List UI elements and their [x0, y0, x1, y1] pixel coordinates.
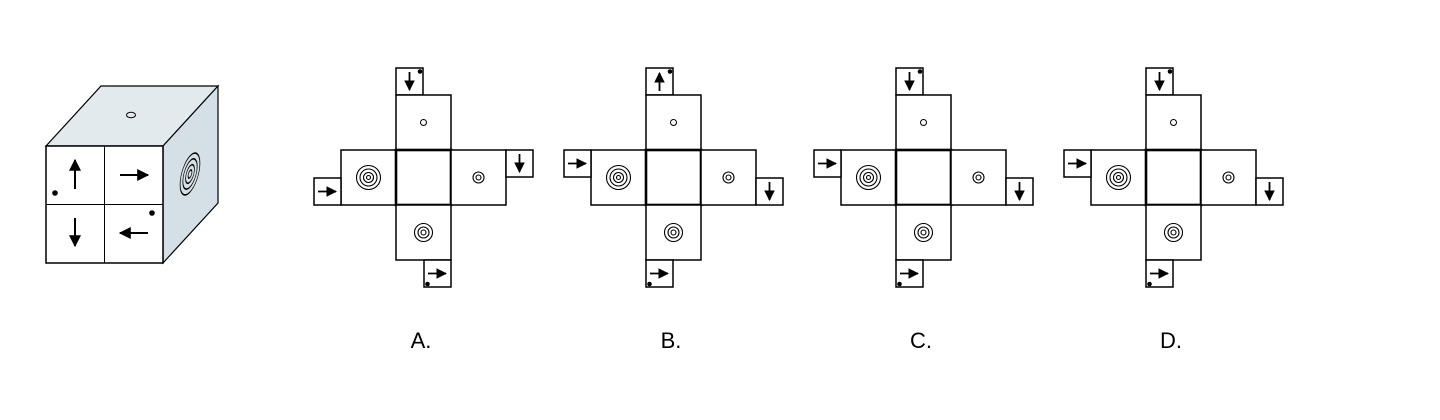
top-face: [895, 94, 952, 151]
concentric-circles-icon: [663, 222, 684, 243]
small-circle-icon: [1170, 119, 1177, 126]
dot-icon: [149, 210, 155, 216]
concentric-circles-icon: [1105, 164, 1132, 191]
concentric-circles-icon: [605, 164, 632, 191]
right-face: [1200, 149, 1257, 206]
top-face: [1145, 94, 1202, 151]
net-option-3[interactable]: [813, 67, 1034, 288]
option-label-c: C.: [910, 328, 932, 353]
dot-icon: [417, 69, 423, 74]
left-face: [590, 149, 647, 206]
bottom-face: [395, 204, 452, 261]
option-label-b: B.: [661, 328, 682, 353]
left-face: [840, 149, 897, 206]
top-face: [645, 94, 702, 151]
option-nets: [313, 67, 1284, 288]
reference-cube: [44, 84, 220, 265]
dot-icon: [425, 281, 430, 287]
right-face: [450, 149, 507, 206]
bottom-face: [895, 204, 952, 261]
net-option-1[interactable]: [313, 67, 534, 288]
right-face: [700, 149, 757, 206]
concentric-circles-icon: [1222, 171, 1235, 184]
dot-icon: [897, 281, 902, 287]
option-label-d: D.: [1160, 328, 1182, 353]
option-label-a: A.: [411, 328, 432, 353]
left-face: [340, 149, 397, 206]
dot-icon: [1147, 281, 1152, 287]
small-circle-icon: [670, 119, 677, 126]
top-face: [395, 94, 452, 151]
concentric-circles-icon: [179, 152, 201, 196]
concentric-circles-icon: [972, 171, 985, 184]
dot-icon: [667, 69, 673, 74]
concentric-circles-icon: [1163, 222, 1184, 243]
bottom-face: [1145, 204, 1202, 261]
concentric-circles-icon: [855, 164, 882, 191]
dot-icon: [52, 190, 58, 196]
top-ellipse-icon: [126, 111, 136, 119]
bottom-face: [645, 204, 702, 261]
concentric-circles-icon: [913, 222, 934, 243]
dot-icon: [1167, 69, 1173, 74]
center-face: [394, 148, 453, 207]
concentric-circles-icon: [355, 164, 382, 191]
center-face: [894, 148, 953, 207]
net-option-2[interactable]: [563, 67, 784, 288]
concentric-circles-icon: [722, 171, 735, 184]
center-face: [644, 148, 703, 207]
left-face: [1090, 149, 1147, 206]
right-face: [950, 149, 1007, 206]
small-circle-icon: [420, 119, 427, 126]
center-face: [1144, 148, 1203, 207]
small-circle-icon: [920, 119, 927, 126]
concentric-circles-icon: [472, 171, 485, 184]
dot-icon: [917, 69, 923, 74]
dot-icon: [647, 281, 652, 287]
net-option-4[interactable]: [1063, 67, 1284, 288]
concentric-circles-icon: [413, 222, 434, 243]
